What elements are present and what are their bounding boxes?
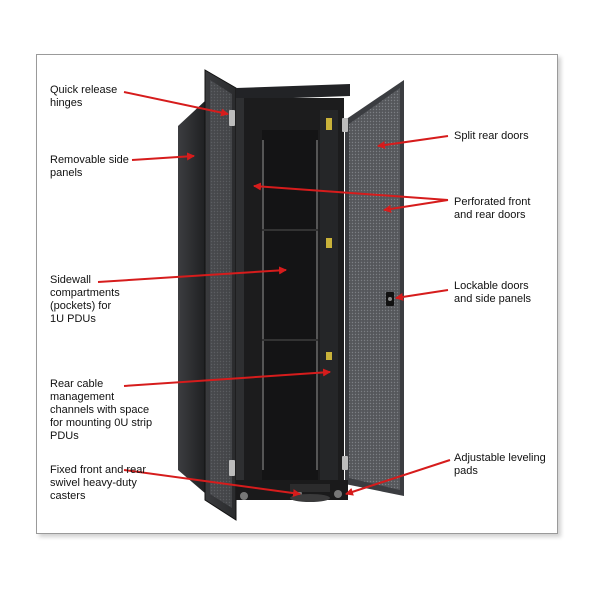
label-fixed-casters: Fixed front and rear swivel heavy-duty c… (50, 464, 146, 502)
label-split-rear-doors: Split rear doors (454, 130, 529, 142)
arrow-adjustable-leveling-pads (345, 459, 451, 496)
arrow-fixed-casters (123, 469, 301, 498)
hinge-icon (229, 110, 235, 126)
arrow-removable-side-panels (131, 152, 195, 161)
label-removable-side-panels: Removable side panels (50, 154, 129, 179)
mounting-rails (262, 140, 318, 470)
arrow-sidewall-compartments (97, 266, 287, 283)
label-rear-cable-management: Rear cable management channels with spac… (50, 378, 153, 442)
arrow-rear-cable-management (123, 368, 331, 387)
arrow-lockable-doors (395, 289, 449, 301)
cable-channel (320, 110, 338, 490)
label-perforated-doors: Perforated front and rear doors (454, 196, 531, 221)
label-adjustable-leveling-pads: Adjustable leveling pads (454, 452, 546, 477)
arrow-perforated-front (253, 182, 449, 201)
arrow-quick-release-hinges (123, 91, 229, 117)
side-panel (178, 100, 206, 494)
arrow-split-rear-doors (377, 135, 449, 149)
arrow-perforated-rear (383, 199, 449, 213)
label-quick-release-hinges: Quick release hinges (50, 84, 118, 109)
label-lockable-doors: Lockable doors and side panels (454, 280, 532, 305)
label-sidewall-compartments: Sidewall compartments (pockets) for 1U P… (50, 274, 120, 325)
caster-icon (240, 492, 248, 500)
